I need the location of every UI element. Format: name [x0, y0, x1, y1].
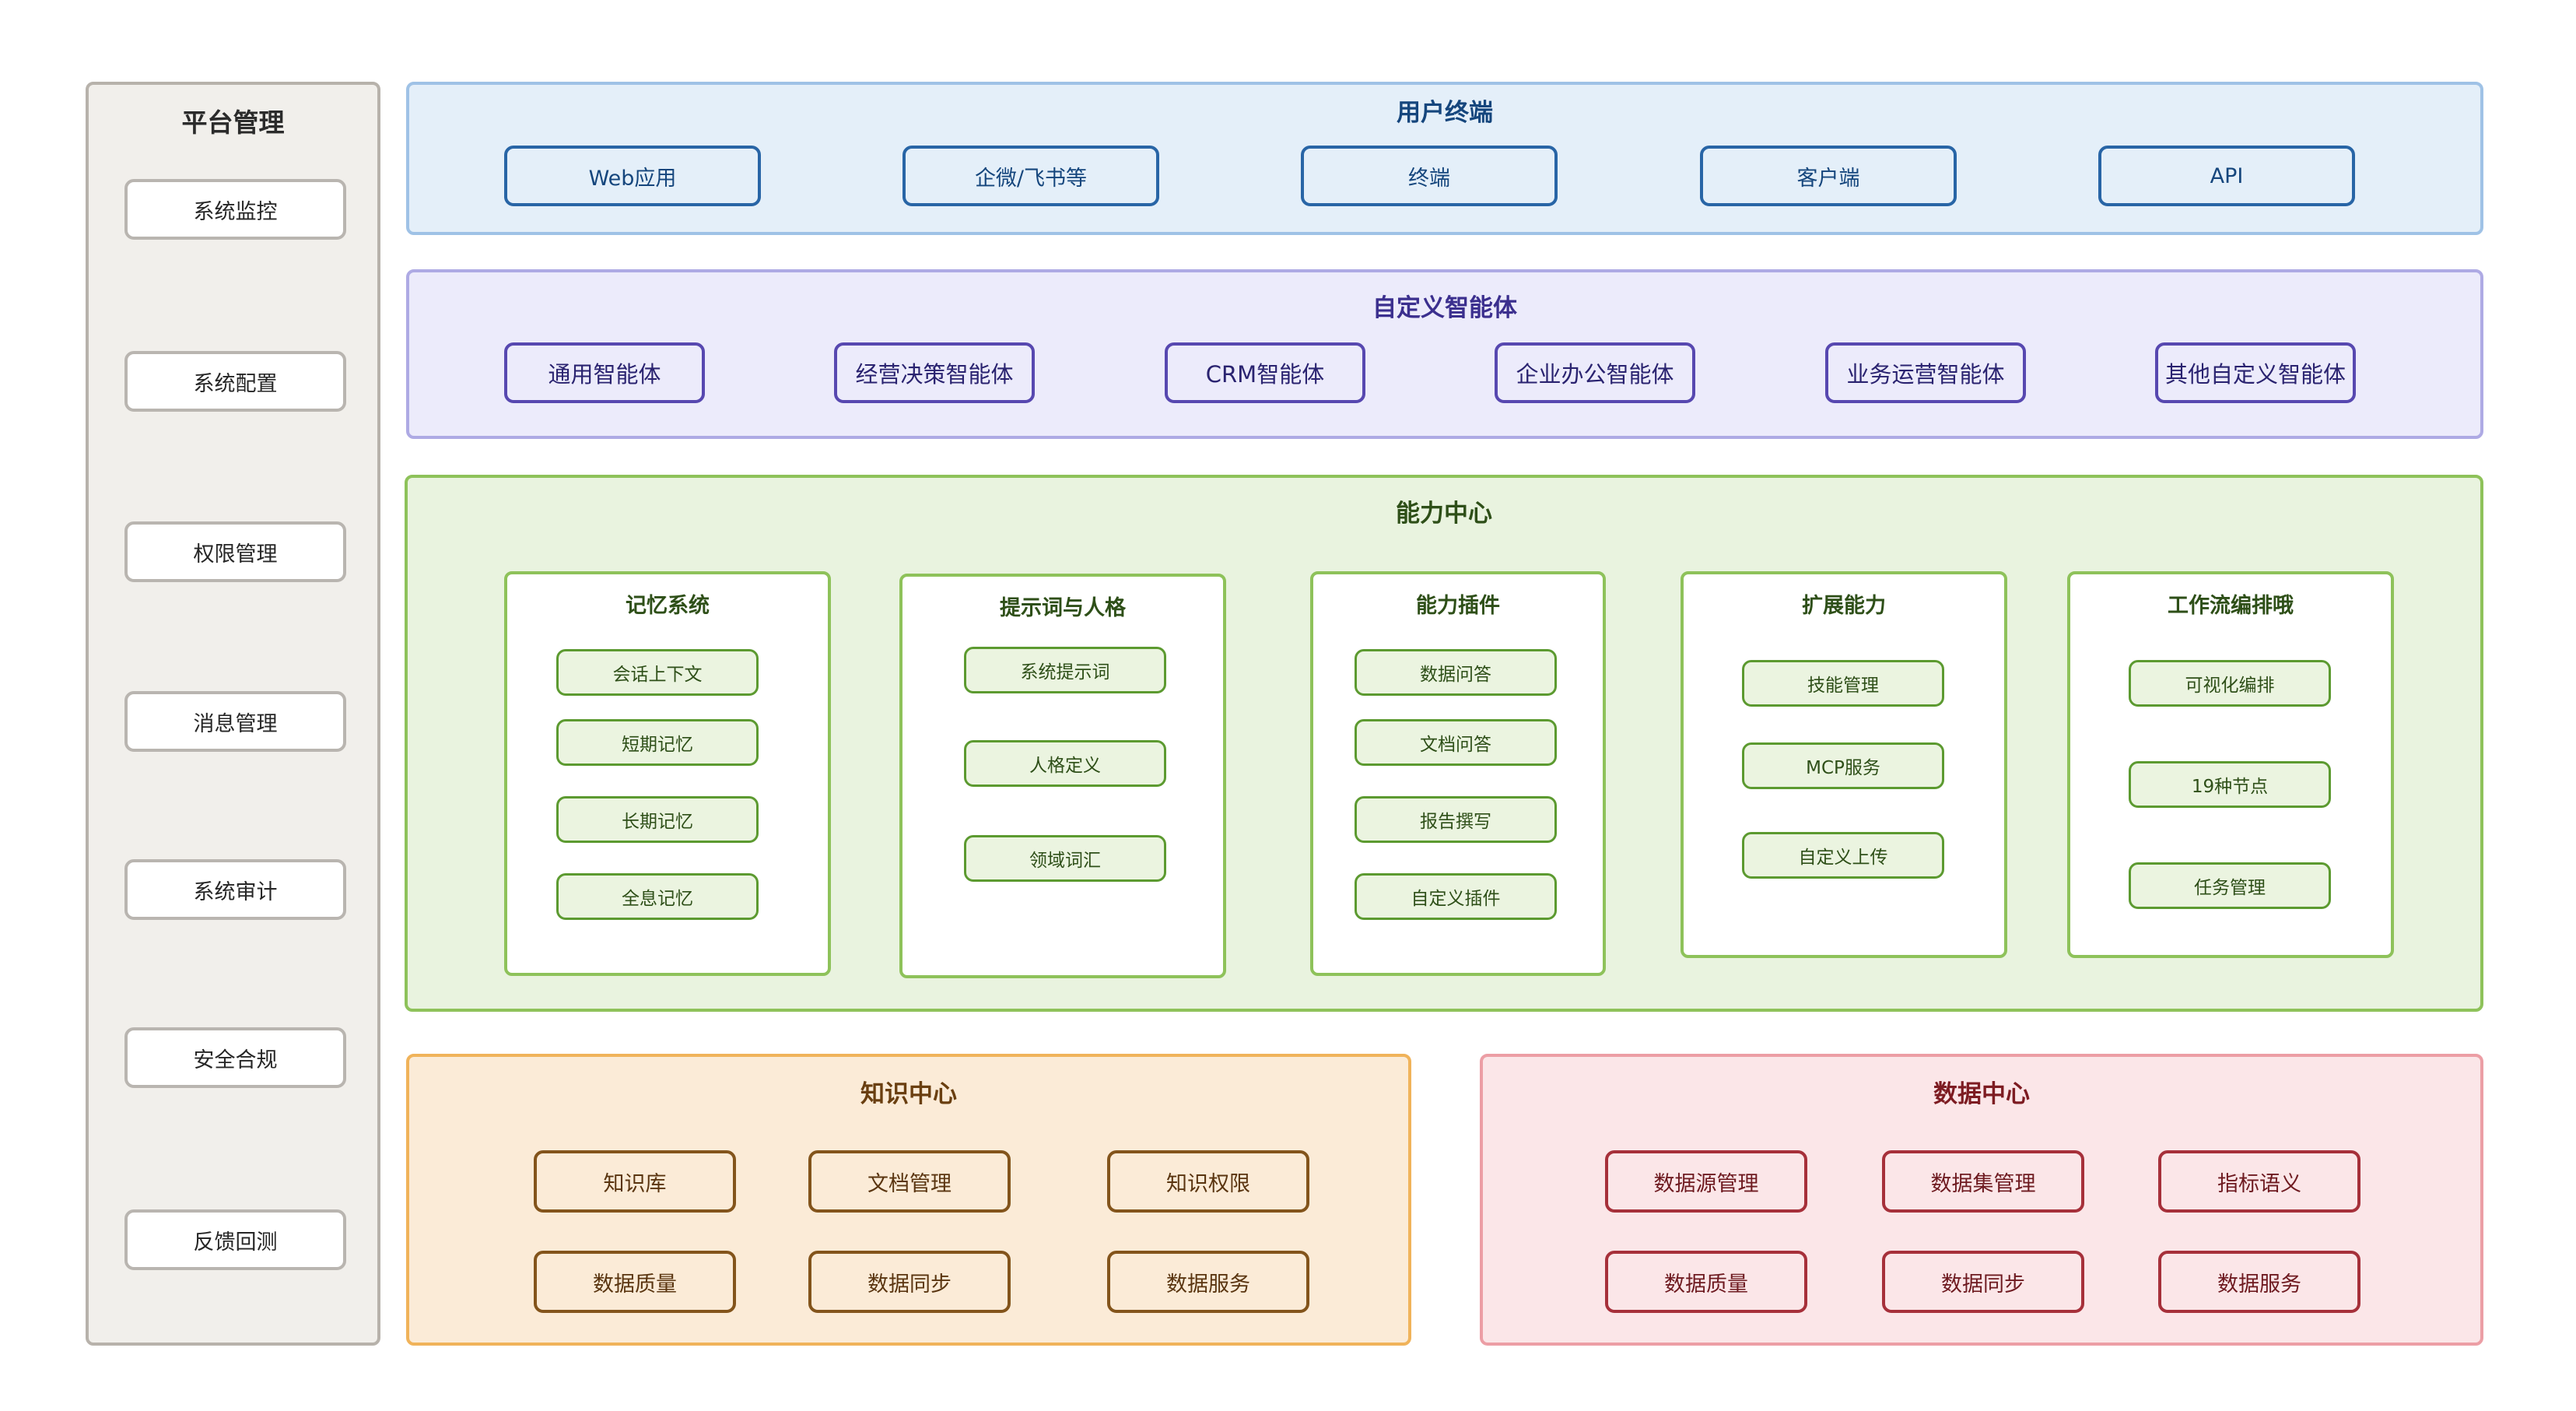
extension-mcp-service[interactable]: MCP服务 [1742, 742, 1944, 789]
knowledge-data-sync[interactable]: 数据同步 [808, 1251, 1011, 1313]
workflow-task-management[interactable]: 任务管理 [2129, 862, 2331, 909]
knowledge-base[interactable]: 知识库 [534, 1150, 736, 1213]
knowledge-center-panel: 知识中心 知识库 文档管理 知识权限 数据质量 数据同步 数据服务 [406, 1054, 1411, 1346]
data-center-title: 数据中心 [1933, 1080, 2030, 1108]
platform-item-permissions[interactable]: 权限管理 [124, 521, 346, 582]
plugin-report-writing[interactable]: 报告撰写 [1355, 796, 1557, 843]
card-extension: 扩展能力 技能管理 MCP服务 自定义上传 [1681, 571, 2007, 958]
plugin-data-qa[interactable]: 数据问答 [1355, 649, 1557, 696]
data-center-data-sync[interactable]: 数据同步 [1882, 1251, 2084, 1313]
capability-center-panel: 能力中心 记忆系统 会话上下文 短期记忆 长期记忆 全息记忆 提示词与人格 系统… [405, 475, 2483, 1012]
memory-holographic[interactable]: 全息记忆 [556, 873, 759, 920]
platform-management-panel: 平台管理 系统监控 系统配置 权限管理 消息管理 系统审计 安全合规 反馈回测 [86, 82, 380, 1346]
extension-skill-management[interactable]: 技能管理 [1742, 660, 1944, 707]
card-prompt-persona: 提示词与人格 系统提示词 人格定义 领域词汇 [899, 574, 1226, 978]
platform-item-feedback[interactable]: 反馈回测 [124, 1209, 346, 1270]
plugin-custom[interactable]: 自定义插件 [1355, 873, 1557, 920]
card-extension-title: 扩展能力 [1802, 594, 1886, 618]
card-workflow: 工作流编排哦 可视化编排 19种节点 任务管理 [2067, 571, 2394, 958]
knowledge-document-management[interactable]: 文档管理 [808, 1150, 1011, 1213]
card-workflow-title: 工作流编排哦 [2168, 594, 2294, 618]
prompt-system-prompt[interactable]: 系统提示词 [964, 647, 1166, 693]
plugin-document-qa[interactable]: 文档问答 [1355, 719, 1557, 766]
terminal-terminal[interactable]: 终端 [1301, 146, 1558, 206]
terminal-web-app[interactable]: Web应用 [504, 146, 761, 206]
extension-custom-upload[interactable]: 自定义上传 [1742, 832, 1944, 879]
workflow-node-types[interactable]: 19种节点 [2129, 761, 2331, 808]
memory-session-context[interactable]: 会话上下文 [556, 649, 759, 696]
custom-agents-panel: 自定义智能体 通用智能体 经营决策智能体 CRM智能体 企业办公智能体 业务运营… [406, 269, 2483, 439]
metric-semantics[interactable]: 指标语义 [2158, 1150, 2360, 1213]
card-prompt-persona-title: 提示词与人格 [1000, 596, 1126, 620]
capability-center-title: 能力中心 [1396, 500, 1492, 528]
data-source-management[interactable]: 数据源管理 [1605, 1150, 1807, 1213]
platform-item-compliance[interactable]: 安全合规 [124, 1027, 346, 1088]
data-center-data-quality[interactable]: 数据质量 [1605, 1251, 1807, 1313]
card-memory-system-title: 记忆系统 [626, 594, 710, 618]
agent-crm[interactable]: CRM智能体 [1165, 342, 1365, 403]
knowledge-permissions[interactable]: 知识权限 [1107, 1150, 1309, 1213]
memory-short-term[interactable]: 短期记忆 [556, 719, 759, 766]
card-capability-plugins: 能力插件 数据问答 文档问答 报告撰写 自定义插件 [1310, 571, 1606, 976]
platform-management-title: 平台管理 [181, 107, 285, 138]
agent-business-decision[interactable]: 经营决策智能体 [834, 342, 1035, 403]
terminal-api[interactable]: API [2098, 146, 2355, 206]
platform-item-messages[interactable]: 消息管理 [124, 691, 346, 752]
agent-operations[interactable]: 业务运营智能体 [1825, 342, 2026, 403]
platform-item-monitor[interactable]: 系统监控 [124, 179, 346, 240]
data-center-panel: 数据中心 数据源管理 数据集管理 指标语义 数据质量 数据同步 数据服务 [1480, 1054, 2483, 1346]
agent-office[interactable]: 企业办公智能体 [1495, 342, 1695, 403]
knowledge-center-title: 知识中心 [860, 1080, 957, 1108]
card-memory-system: 记忆系统 会话上下文 短期记忆 长期记忆 全息记忆 [504, 571, 831, 976]
memory-long-term[interactable]: 长期记忆 [556, 796, 759, 843]
prompt-domain-vocabulary[interactable]: 领域词汇 [964, 835, 1166, 882]
prompt-persona-definition[interactable]: 人格定义 [964, 740, 1166, 787]
dataset-management[interactable]: 数据集管理 [1882, 1150, 2084, 1213]
knowledge-data-service[interactable]: 数据服务 [1107, 1251, 1309, 1313]
knowledge-data-quality[interactable]: 数据质量 [534, 1251, 736, 1313]
agent-other-custom[interactable]: 其他自定义智能体 [2155, 342, 2356, 403]
agent-general[interactable]: 通用智能体 [504, 342, 705, 403]
terminal-wecom-feishu[interactable]: 企微/飞书等 [902, 146, 1159, 206]
custom-agents-title: 自定义智能体 [1372, 294, 1517, 322]
user-terminal-panel: 用户终端 Web应用 企微/飞书等 终端 客户端 API [406, 82, 2483, 235]
workflow-visual-orchestration[interactable]: 可视化编排 [2129, 660, 2331, 707]
data-center-data-service[interactable]: 数据服务 [2158, 1251, 2360, 1313]
platform-item-config[interactable]: 系统配置 [124, 351, 346, 412]
platform-item-audit[interactable]: 系统审计 [124, 859, 346, 920]
terminal-client[interactable]: 客户端 [1700, 146, 1957, 206]
card-capability-plugins-title: 能力插件 [1416, 594, 1500, 618]
user-terminal-title: 用户终端 [1397, 99, 1493, 127]
